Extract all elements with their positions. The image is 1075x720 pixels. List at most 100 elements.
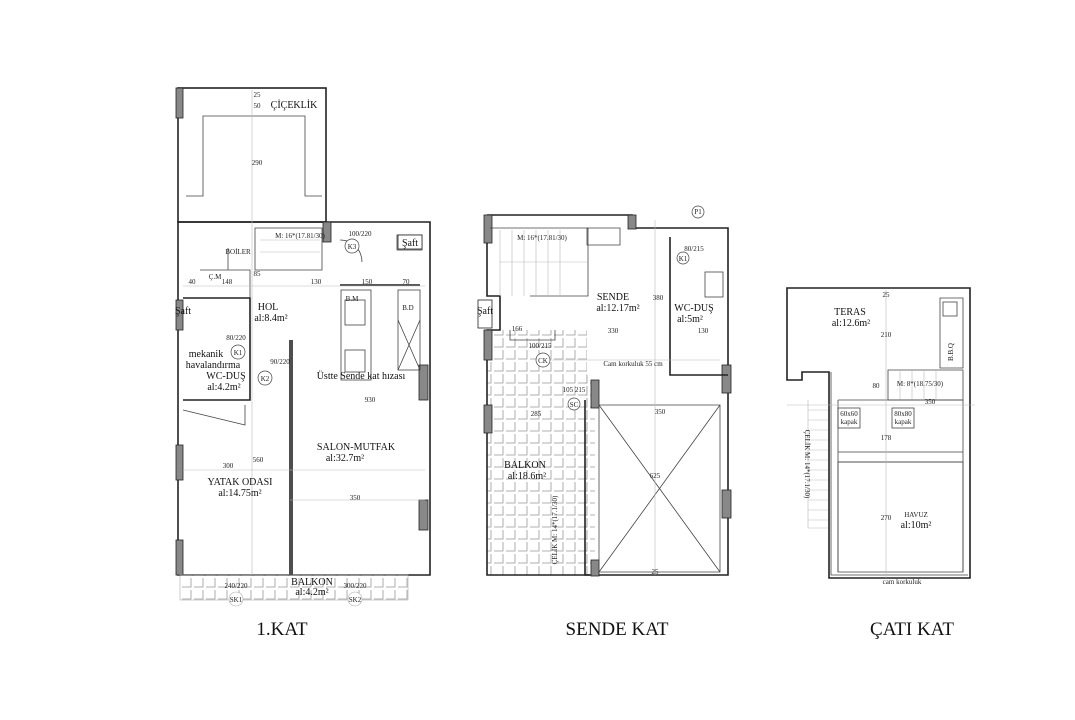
room-note: havalandırma: [186, 360, 241, 371]
stair-label: M: 8*(18.75/30): [897, 380, 944, 388]
wardrobe: [182, 405, 246, 426]
dimension-label: 80: [873, 382, 881, 390]
column: [175, 539, 184, 576]
dimension-lines: [787, 290, 975, 578]
cabinet-cross: [397, 319, 421, 371]
column: [322, 221, 332, 243]
dimension-label: 270: [881, 514, 892, 522]
dimension-label: 148: [222, 278, 233, 286]
door-size: 240/220: [225, 582, 248, 590]
stair-label: ÇELİK M: 14*(17.1/30): [551, 495, 559, 564]
dimension-label: 350: [350, 494, 361, 502]
stair-steps: [260, 239, 320, 253]
room-area: al:4.2m²: [295, 587, 328, 598]
balcony-tiles: [585, 375, 595, 575]
fixture-label: B.B.Q: [947, 343, 955, 361]
first-floor-balcony: [179, 574, 409, 601]
dimension-lines: [183, 90, 425, 575]
dimension-label: 130: [698, 327, 709, 335]
interior-wall: [669, 237, 728, 376]
door-ck-marker: [535, 352, 551, 368]
door-sk2-marker: [347, 591, 363, 607]
mezzanine-plan: P1 M: 16*(17.81/30) SENDE al:12.17m² WC-…: [477, 205, 732, 640]
door-k1-marker: [230, 344, 246, 360]
hatch-size: 80x80: [894, 410, 912, 418]
door-size: 105 215: [563, 386, 586, 394]
column: [483, 404, 493, 434]
hatch-60x60: [837, 407, 861, 429]
door-size: 90/220: [270, 358, 290, 366]
fixture-label: B.D: [402, 304, 413, 312]
column-code: P1: [694, 208, 702, 216]
column: [721, 489, 732, 519]
dimension-label: 25: [652, 568, 660, 576]
first-floor-plan: ÇİÇEKLİK M: 16*(17.81/30) BOİLER Ç.M B.M…: [175, 87, 431, 640]
column: [483, 214, 493, 244]
dimension-label: 25: [883, 291, 891, 299]
plan-caption: ÇATI KAT: [870, 619, 954, 640]
dimension-label: 290: [252, 159, 263, 167]
dimension-label: 210: [881, 331, 892, 339]
hatch-80x80: [891, 407, 915, 429]
door-code: K1: [234, 349, 243, 357]
door-code: SK1: [230, 596, 243, 604]
balcony-tiles: [487, 330, 587, 575]
dimension-label: 85: [254, 270, 262, 278]
roof-plan: TERAS al:12.6m² B.B.Q M: 8*(18.75/30) ÇE…: [786, 287, 975, 640]
door-k1-marker: [676, 251, 690, 265]
room-note: mekanik: [189, 349, 223, 360]
door-sk1-marker: [228, 591, 244, 607]
dimension-label: 560: [253, 456, 264, 464]
room-area: al:32.7m²: [326, 453, 364, 464]
dimension-label: 350: [655, 408, 666, 416]
column: [175, 87, 184, 119]
sink-icon: [344, 299, 366, 326]
room-area: al:12.17m²: [596, 303, 639, 314]
dimension-label: 130: [311, 278, 322, 286]
shaft-box: [477, 299, 493, 329]
pool-outline: [837, 461, 964, 573]
stove-icon: [344, 349, 366, 373]
railing-note: cam korkuluk: [883, 578, 922, 586]
sink-icon: [942, 301, 958, 317]
room-area: al:14.75m²: [218, 488, 261, 499]
dimension-label: 300: [223, 462, 234, 470]
interior-wall: [509, 330, 556, 341]
room-area: al:10m²: [901, 520, 932, 531]
column: [590, 559, 600, 577]
room-area: al:5m²: [677, 314, 703, 325]
sink-icon: [704, 271, 724, 298]
interior-wall: [289, 340, 293, 575]
stair-steps: [899, 370, 937, 400]
flower-bed-inner: [186, 115, 322, 197]
door-code: K2: [261, 375, 270, 383]
door-code: CK: [538, 357, 548, 365]
door-code: SK2: [349, 596, 362, 604]
railing-line: [830, 372, 968, 576]
column: [175, 444, 184, 481]
door-size: 100/220: [349, 230, 372, 238]
column: [590, 379, 600, 409]
stair-label: ÇELİK M: 14*(17.1/30): [803, 430, 811, 499]
shaft-label: Şaft: [402, 238, 418, 249]
column: [483, 329, 493, 361]
fixture-label: BOİLER: [225, 248, 251, 256]
door-code: SC: [570, 401, 579, 409]
room-name: SALON-MUTFAK: [317, 442, 396, 453]
dimension-label: 930: [365, 396, 376, 404]
plan-caption: SENDE KAT: [566, 619, 669, 640]
column: [721, 364, 732, 394]
fixture-label: Ç.M: [209, 273, 222, 281]
shaft-label-box: [397, 234, 423, 250]
stair-label: M: 16*(17.81/30): [275, 232, 325, 240]
door-size: 300/220: [344, 582, 367, 590]
kitchen-counter: [340, 289, 372, 381]
roof-outline: [786, 287, 971, 579]
room-area: al:4.2m²: [207, 382, 240, 393]
stair-label: M: 16*(17.81/30): [517, 234, 567, 242]
stair-landing: [586, 227, 621, 246]
void-opening: [598, 404, 721, 573]
room-name: TERAS: [834, 307, 866, 318]
dimension-label: 350: [925, 398, 936, 406]
